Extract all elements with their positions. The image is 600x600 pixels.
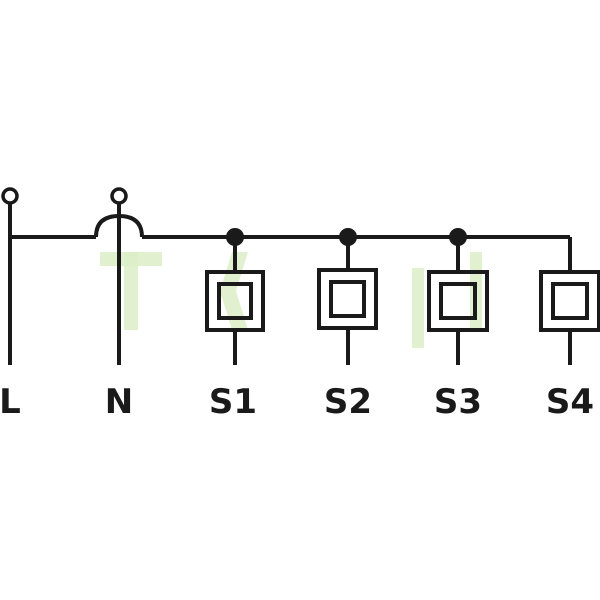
switch-s1 <box>205 228 265 365</box>
terminal-l-icon <box>1 187 19 205</box>
label-l: L <box>0 382 21 422</box>
conductor-n <box>110 187 128 365</box>
switch-s3 <box>427 228 489 365</box>
watermark-logo <box>100 252 482 348</box>
label-s4: S4 <box>546 382 594 422</box>
switch-s4 <box>539 270 600 365</box>
terminal-n-icon <box>110 187 128 205</box>
terminal-labels: L N S1 S2 S3 S4 <box>0 382 594 422</box>
label-s2: S2 <box>324 382 372 422</box>
bus-line <box>10 213 572 272</box>
conductor-l <box>1 187 19 365</box>
label-n: N <box>105 382 133 422</box>
switch-s2 <box>317 228 378 365</box>
label-s1: S1 <box>209 382 257 422</box>
label-s3: S3 <box>434 382 482 422</box>
